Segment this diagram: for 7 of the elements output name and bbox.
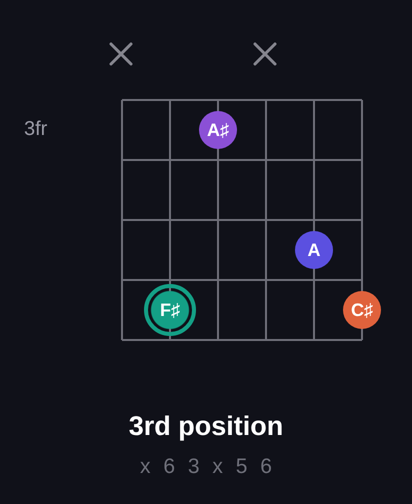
chord-title: 3rd position [128,411,284,441]
root-note-marker: F♯ [144,284,196,336]
note-marker: A [295,231,333,269]
note-marker: C♯ [343,291,381,329]
note-marker: A♯ [199,111,237,149]
fingering-caption: x 6 3 x 5 6 [140,455,276,478]
fret-position-label: 3fr [24,119,48,139]
